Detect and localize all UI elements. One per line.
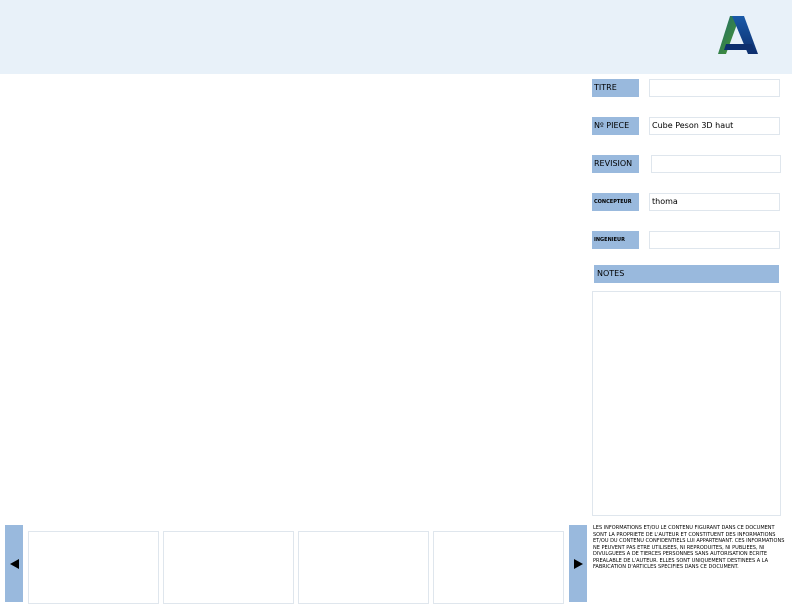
field-value-revision [651,155,781,173]
field-label-titre: TITRE [592,79,639,97]
field-label-concepteur: CONCEPTEUR [592,193,639,211]
field-value-numero-piece: Cube Peson 3D haut [649,117,780,135]
triangle-left-icon [9,558,19,569]
view-thumbnail-1[interactable] [28,531,159,604]
field-value-ingenieur [649,231,780,249]
field-value-concepteur: thoma [649,193,780,211]
field-label-numero-piece: Nº PIECE [592,117,639,135]
model-viewport[interactable] [0,74,586,522]
view-thumbnail-3[interactable] [298,531,429,604]
next-view-button[interactable] [569,525,587,602]
notes-content [592,291,781,516]
triangle-right-icon [573,558,583,569]
autodesk-a-logo-icon [718,16,758,54]
view-thumbnail-2[interactable] [163,531,294,604]
field-label-revision: REVISION [592,155,639,173]
field-value-titre [649,79,780,97]
field-label-ingenieur: INGENIEUR [592,231,639,249]
previous-view-button[interactable] [5,525,23,602]
notes-label: NOTES [594,265,779,283]
view-thumbnail-4[interactable] [433,531,564,604]
header-bar [0,0,792,74]
confidentiality-disclaimer: LES INFORMATIONS ET/OU LE CONTENU FIGURA… [593,525,785,570]
